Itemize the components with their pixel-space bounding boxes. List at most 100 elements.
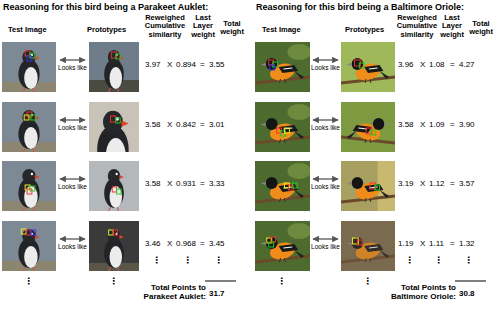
ellipsis: ⋮: [24, 276, 33, 286]
arrow-line: [313, 178, 338, 179]
arrow-label: Looks like: [57, 124, 89, 131]
column-header: Test Image: [262, 26, 301, 34]
column-header: Total weight: [466, 20, 496, 37]
times-sign: X: [167, 240, 172, 249]
photo-shape: [341, 58, 395, 83]
arrow-label: Looks like: [310, 124, 342, 131]
photo-shape: [341, 118, 395, 143]
total-value: 3.55: [209, 61, 225, 70]
bird-photo: [2, 42, 56, 92]
photo-shape: [117, 189, 121, 194]
photo-shape: [112, 187, 116, 192]
photo-shape: [18, 110, 39, 152]
ellipsis: ⋮: [434, 255, 443, 265]
photo-shape: [18, 229, 39, 271]
photo-shape: [2, 161, 56, 211]
weight-value: 1.08: [429, 61, 445, 70]
photo-shape: [255, 102, 310, 152]
arrow-line: [60, 238, 85, 239]
weight-value: 1.11: [429, 240, 444, 249]
total-label: Total Points to Parakeet Auklet:: [134, 284, 206, 302]
photo-shape: [2, 102, 56, 152]
photo-shape: [18, 50, 39, 92]
bird-photo: [2, 161, 56, 211]
times-sign: X: [420, 121, 425, 130]
photo-shape: [284, 128, 289, 133]
total-value: 3.45: [209, 240, 225, 249]
arrow-label: Looks like: [57, 64, 89, 71]
bird-photo: [89, 221, 139, 271]
similarity-value: 3.58: [145, 180, 161, 189]
bird-photo: [89, 42, 139, 92]
bird-photo: [89, 161, 139, 211]
bird-photo: [255, 102, 311, 152]
column-header: Prototypes: [345, 26, 384, 34]
bird-photo: [255, 42, 311, 92]
photo-shape: [292, 183, 297, 188]
bird-photo: [2, 221, 56, 271]
photo-shape: [24, 115, 29, 120]
photo-shape: [255, 42, 310, 92]
times-sign: X: [420, 240, 425, 249]
ellipsis: ⋮: [363, 276, 372, 286]
total-label: Total Points to Baltimore Oriole:: [382, 284, 456, 302]
column-header: Test Image: [8, 26, 47, 34]
weight-value: 1.09: [429, 121, 445, 130]
column-header: Last Layer weight: [438, 14, 466, 39]
times-sign: X: [167, 121, 172, 130]
photo-shape: [255, 237, 310, 262]
times-sign: X: [167, 180, 172, 189]
arrow-label: Looks like: [57, 243, 89, 250]
photo-shape: [371, 130, 376, 135]
photo-shape: [287, 163, 311, 179]
similarity-value: 3.58: [145, 121, 161, 130]
bird-photo: [341, 161, 395, 211]
photo-shape: [26, 230, 31, 235]
photo-shape: [116, 54, 120, 59]
photo-shape: [104, 229, 124, 271]
arrow-line: [60, 59, 85, 60]
arrow-line: [60, 119, 85, 120]
weight-value: 0.842: [176, 121, 196, 130]
photo-shape: [359, 63, 364, 68]
times-sign: X: [167, 61, 172, 70]
total-value: 4.27: [459, 61, 475, 70]
similarity-value: 3.58: [398, 121, 414, 130]
column-header: Reweighed Cumulative similarity: [141, 14, 189, 39]
weight-value: 0.894: [176, 61, 196, 70]
arrow-line: [313, 238, 338, 239]
photo-shape: [341, 118, 395, 143]
arrow-line: [313, 59, 338, 60]
arrow-line: [313, 119, 338, 120]
column-header: Reweighed Cumulative similarity: [393, 14, 441, 39]
ellipsis: ⋮: [214, 255, 223, 265]
photo-shape: [269, 242, 274, 247]
photo-shape: [21, 229, 26, 234]
photo-shape: [2, 221, 56, 271]
weight-value: 0.931: [176, 180, 196, 189]
column-header: Last Layer weight: [189, 14, 217, 39]
total-value: 3.01: [209, 121, 225, 130]
arrow-line: [455, 281, 486, 282]
column-header: Prototypes: [87, 26, 126, 34]
photo-shape: [341, 42, 395, 92]
photo-shape: [255, 58, 310, 83]
ellipsis: ⋮: [277, 276, 286, 286]
similarity-value: 1.19: [398, 240, 414, 249]
photo-shape: [89, 42, 139, 92]
weight-value: 1.12: [429, 180, 445, 189]
similarity-value: 3.96: [398, 61, 414, 70]
equals-sign: =: [200, 180, 205, 189]
photo-shape: [287, 104, 311, 120]
photo-shape: [109, 230, 113, 235]
arrow-label: Looks like: [310, 183, 342, 190]
panel-title: Reasoning for this bird being a Parakeet…: [3, 2, 208, 12]
photo-shape: [255, 118, 310, 143]
photo-shape: [287, 223, 311, 239]
photo-shape: [110, 116, 115, 122]
photo-shape: [116, 118, 120, 123]
times-sign: X: [420, 61, 425, 70]
bird-photo: [341, 221, 395, 271]
times-sign: X: [420, 180, 425, 189]
